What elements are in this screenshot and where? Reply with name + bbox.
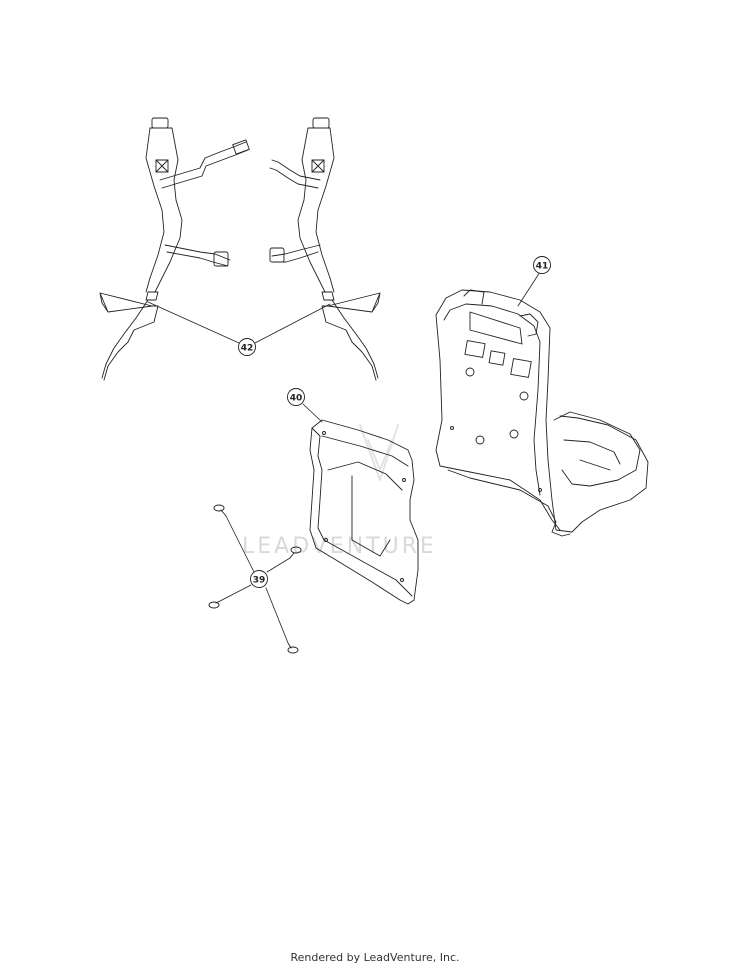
screw-2[interactable]: [289, 546, 302, 559]
callout-40[interactable]: [287, 388, 305, 406]
watermark: LEADVENTURE: [242, 424, 437, 559]
callout-41-label: 41: [536, 262, 549, 272]
seat-back-panel[interactable]: [309, 419, 419, 605]
right-shoulder-strap[interactable]: [269, 117, 381, 381]
callout-39[interactable]: [250, 570, 268, 588]
callouts: [238, 256, 551, 588]
seat-shell[interactable]: [435, 289, 649, 537]
leader-lines: [147, 271, 541, 644]
callout-40-label: 40: [290, 394, 303, 404]
callout-42-label: 42: [241, 344, 254, 354]
watermark-text: LEADVENTURE: [242, 534, 437, 559]
callout-39-label: 39: [253, 576, 266, 586]
footer-credit: Rendered by LeadVenture, Inc.: [290, 951, 460, 964]
callout-41[interactable]: [533, 256, 551, 274]
left-shoulder-strap[interactable]: [99, 117, 250, 381]
screw-4[interactable]: [287, 642, 299, 654]
screw-1[interactable]: [213, 504, 227, 517]
screw-3[interactable]: [208, 599, 223, 609]
callout-42[interactable]: [238, 338, 256, 356]
